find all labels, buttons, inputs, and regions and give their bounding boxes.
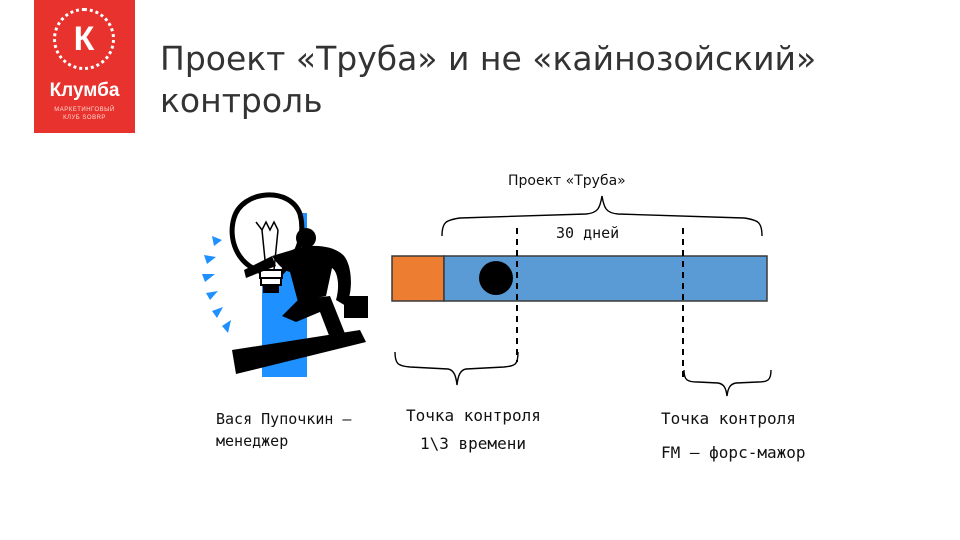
running-man-silhouette — [244, 228, 368, 338]
logo-subtitle-line-1: МАРКЕТИНГОВЫЙ — [54, 107, 115, 113]
project-brace — [441, 195, 763, 237]
logo-subtitle-line-2: КЛУБ SOBRP — [63, 115, 106, 121]
duration-label: 30 дней — [556, 224, 620, 242]
current-position-marker — [479, 261, 513, 295]
logo-ring-icon — [53, 8, 115, 70]
clipart-rays — [202, 236, 231, 333]
slide-title-line-1: Проект «Труба» и не «кайнозойский» — [160, 39, 817, 78]
klumba-logo: К Клумба МАРКЕТИНГОВЫЙ КЛУБ SOBRP — [34, 0, 135, 133]
project-label: Проект «Труба» — [508, 173, 626, 189]
manager-caption: Вася Пупочкин – менеджер — [216, 408, 351, 452]
logo-letter: К — [73, 20, 95, 58]
slide-title: Проект «Труба» и не «кайнозойский» контр… — [160, 38, 920, 122]
logo-subtitle: МАРКЕТИНГОВЫЙ КЛУБ SOBRP — [34, 106, 135, 122]
checkpoint-2-caption-line-2: FM – форс-мажор — [661, 443, 806, 462]
checkpoint-2-caption-line-1: Точка контроля — [661, 409, 796, 428]
checkpoint-1-brace — [394, 351, 519, 386]
checkpoint-2-brace — [683, 369, 772, 397]
bar-orange-segment — [391, 255, 445, 302]
checkpoint-1-caption-line-1: Точка контроля — [406, 406, 541, 425]
manager-lightbulb-clipart — [202, 192, 368, 377]
checkpoint-1-caption-line-2: 1\3 времени — [420, 434, 526, 453]
logo-name: Клумба — [49, 80, 120, 101]
checkpoint-2-caption: Точка контроля FM – форс-мажор — [661, 402, 806, 470]
checkpoint-1-caption: Точка контроля 1\3 времени — [406, 402, 541, 458]
slide-title-line-2: контроль — [160, 81, 323, 120]
clipart-ramp — [232, 330, 366, 374]
manager-caption-line-2: менеджер — [216, 432, 289, 450]
manager-caption-line-1: Вася Пупочкин – — [216, 410, 352, 428]
